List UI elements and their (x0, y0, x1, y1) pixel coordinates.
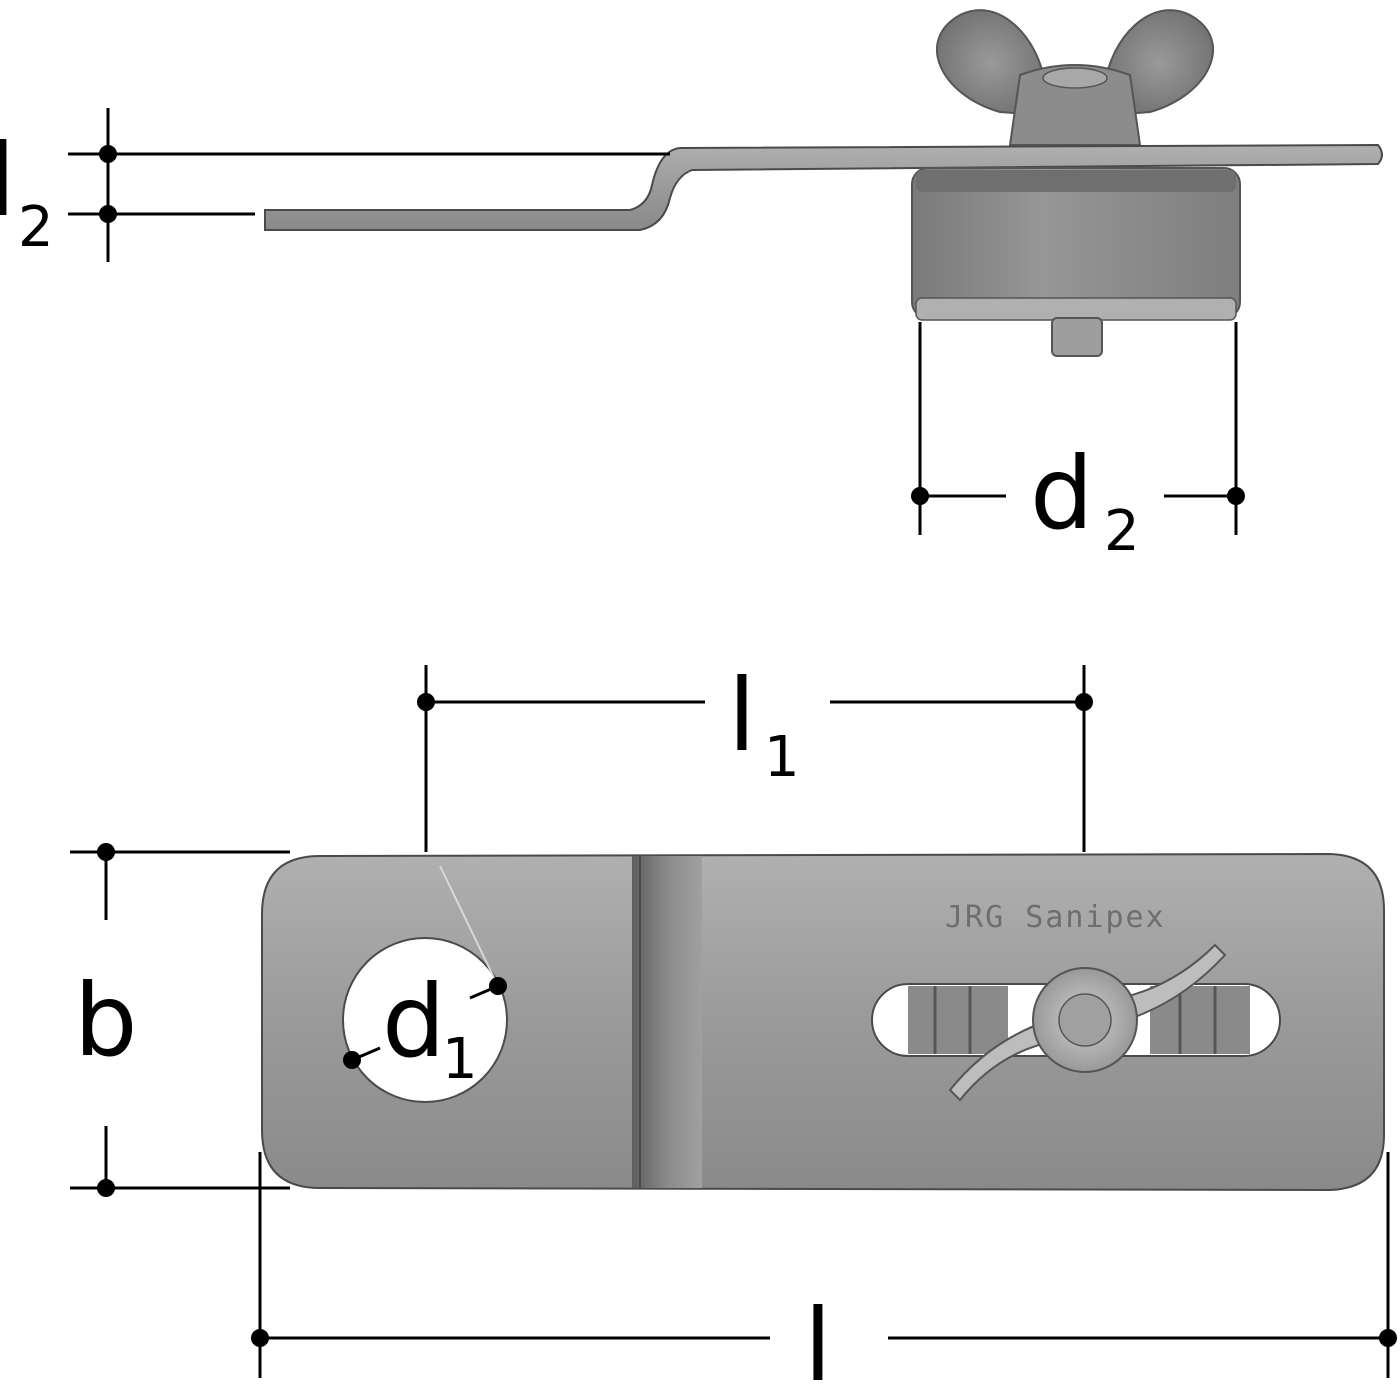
dimension-label-d1: d (382, 963, 445, 1080)
dimension-l2-point-bottom (99, 205, 117, 223)
dimension-d2-point-right (1227, 487, 1245, 505)
wing-nut-top (948, 943, 1227, 1102)
plate-bend (632, 856, 702, 1188)
dimension-label-d2-sub: 2 (1104, 499, 1140, 564)
plan-view: JRG Sanipex (261, 852, 1385, 1192)
wing-nut-side (935, 9, 1215, 146)
dimension-l1-point-right (1075, 693, 1093, 711)
dimension-label-l2-sub: 2 (18, 195, 54, 260)
dimension-l2 (68, 108, 670, 262)
dimension-b-point-bottom (97, 1179, 115, 1197)
bracket-plate-top (261, 852, 1385, 1192)
side-view (264, 9, 1383, 357)
dimension-l2-point-top (99, 145, 117, 163)
dimension-l1-point-left (417, 693, 435, 711)
bracket-plate-side (264, 143, 1383, 231)
bolt-tip (1051, 317, 1103, 357)
dimension-d1-point-left (343, 1051, 361, 1069)
dimension-l-point-left (251, 1329, 269, 1347)
dimension-label-d2: d (1030, 435, 1093, 552)
rubber-bushing (911, 167, 1241, 321)
dimension-b-point-top (97, 843, 115, 861)
dimension-label-d1-sub: 1 (442, 1027, 478, 1092)
dimension-label-l2: l (0, 122, 16, 239)
dimension-label-l1-sub: 1 (764, 725, 800, 790)
dimension-d2-point-left (911, 487, 929, 505)
dimension-d1-point-right (489, 977, 507, 995)
brand-engraving: JRG Sanipex (945, 900, 1166, 935)
mounting-hole (342, 937, 508, 1103)
dimension-l-point-right (1379, 1329, 1397, 1347)
dimension-label-l: l (804, 1287, 832, 1384)
dimension-label-b: b (74, 962, 137, 1079)
dimension-label-l1: l (728, 657, 756, 774)
